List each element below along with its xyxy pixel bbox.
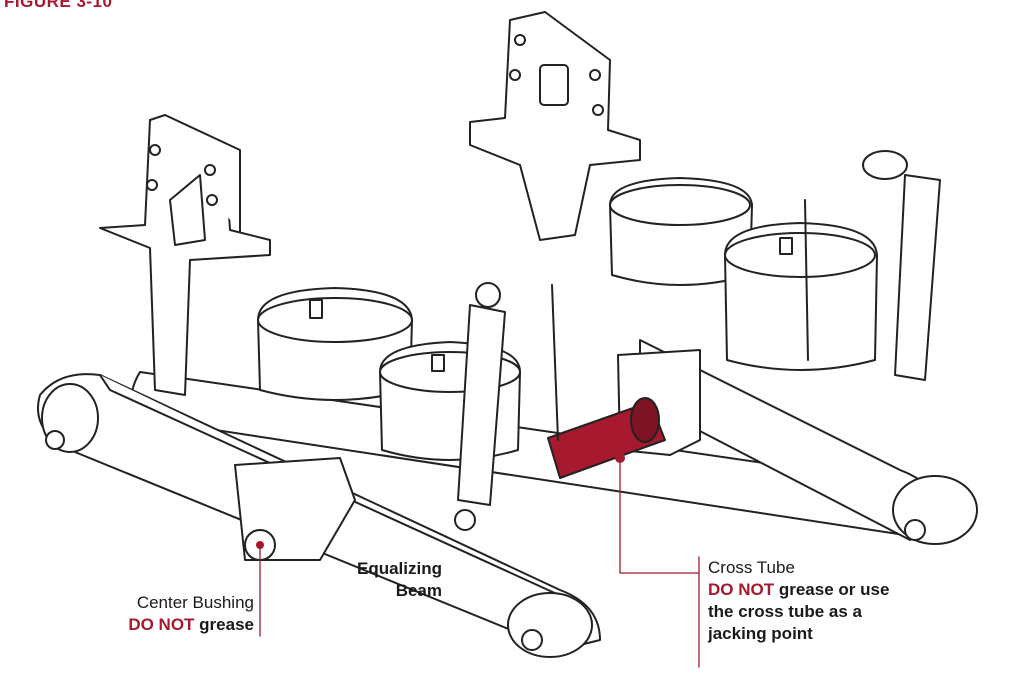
equalizing-beam-label-line2: Beam xyxy=(395,581,442,600)
equalizing-beam-callout: Equalizing Beam xyxy=(306,558,442,602)
left-air-spring-rear xyxy=(257,287,413,401)
cross-tube-label: Cross Tube xyxy=(708,558,795,577)
equalizing-beam-label-line1: Equalizing xyxy=(357,559,442,578)
center-bushing-warning-rest: grease xyxy=(199,615,254,634)
cross-tube-warning-rest3: jacking point xyxy=(708,624,813,643)
left-front-hub xyxy=(507,592,593,658)
left-shock-absorber xyxy=(454,282,506,531)
cross-tube-warning: DO NOT xyxy=(708,580,775,599)
figure-title: FIGURE 3-10 xyxy=(4,0,113,11)
center-bushing-label: Center Bushing xyxy=(136,593,254,612)
cross-tube-callout: Cross Tube DO NOT grease or use the cros… xyxy=(708,557,948,645)
height-control-rod-left xyxy=(551,284,559,441)
cross-tube xyxy=(547,397,666,479)
right-front-hub xyxy=(892,475,978,545)
right-air-spring-front xyxy=(724,222,878,371)
left-rear-hub xyxy=(41,383,99,453)
cross-tube-leader xyxy=(619,457,699,574)
leader-lines xyxy=(259,457,700,668)
right-air-spring-rear xyxy=(609,177,753,286)
cross-tube-warning-rest2: the cross tube as a xyxy=(708,602,863,621)
left-hanger-bracket xyxy=(99,114,271,396)
cross-tube-warning-rest1: grease or use xyxy=(778,580,890,599)
center-bushing-callout: Center Bushing DO NOT grease xyxy=(78,592,254,636)
center-bushing-warning: DO NOT xyxy=(128,615,195,634)
right-hanger-bracket xyxy=(469,11,641,241)
right-shock-absorber xyxy=(862,150,941,381)
height-control-rod-right xyxy=(804,199,809,361)
